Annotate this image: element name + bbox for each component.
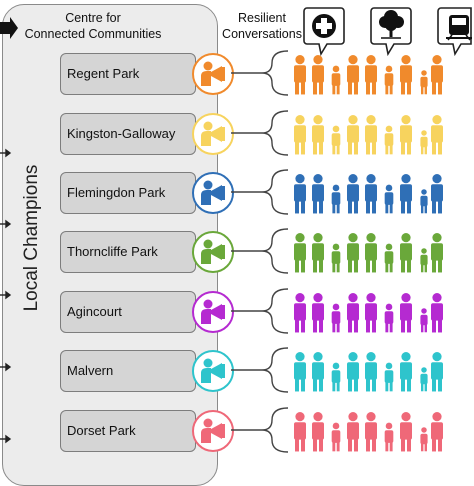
community-box: Kingston-Galloway <box>60 113 196 155</box>
community-label: Thorncliffe Park <box>67 244 158 259</box>
centre-title-line1: Centre for <box>65 11 121 25</box>
champion-circle <box>192 172 234 214</box>
community-people-group <box>231 347 443 393</box>
champion-circle <box>192 231 234 273</box>
park-tree-icon <box>370 7 412 57</box>
community-box: Flemingdon Park <box>60 172 196 214</box>
health-cross-icon <box>303 7 345 57</box>
community-label: Regent Park <box>67 66 140 81</box>
community-people-group <box>231 288 443 334</box>
community-people-group <box>231 110 443 156</box>
community-box: Dorset Park <box>60 410 196 452</box>
community-people-group <box>231 169 443 215</box>
resilient-title: Resilient Conversations <box>218 10 306 42</box>
community-label: Malvern <box>67 363 114 378</box>
community-box: Malvern <box>60 350 196 392</box>
community-label: Agincourt <box>67 304 122 319</box>
megaphone-person-icon <box>201 121 225 146</box>
megaphone-person-icon <box>201 358 225 383</box>
side-label: Local Champions <box>21 164 42 312</box>
diagram: Centre for Connected Communities Resilie… <box>0 4 472 486</box>
community-label: Kingston-Galloway <box>67 126 176 141</box>
champion-circle <box>192 350 234 392</box>
resilient-title-line2: Conversations <box>222 27 302 41</box>
megaphone-person-icon <box>201 180 225 205</box>
community-people-group <box>231 50 443 96</box>
community-label: Dorset Park <box>67 423 136 438</box>
transit-train-icon <box>437 7 472 57</box>
community-box: Agincourt <box>60 291 196 333</box>
community-label: Flemingdon Park <box>67 185 166 200</box>
champion-circle <box>192 410 234 452</box>
community-people-group <box>231 407 443 453</box>
champion-circle <box>192 113 234 155</box>
megaphone-person-icon <box>201 418 225 443</box>
champion-circle <box>192 291 234 333</box>
megaphone-person-icon <box>201 239 225 264</box>
megaphone-person-icon <box>201 61 225 86</box>
centre-title-line2: Connected Communities <box>24 27 162 41</box>
megaphone-person-icon <box>201 299 225 324</box>
champion-circle <box>192 53 234 95</box>
community-people-group <box>231 228 443 274</box>
community-box: Regent Park <box>60 53 196 95</box>
resilient-title-line1: Resilient <box>238 11 286 25</box>
centre-title: Centre for Connected Communities <box>0 10 186 42</box>
community-box: Thorncliffe Park <box>60 231 196 273</box>
